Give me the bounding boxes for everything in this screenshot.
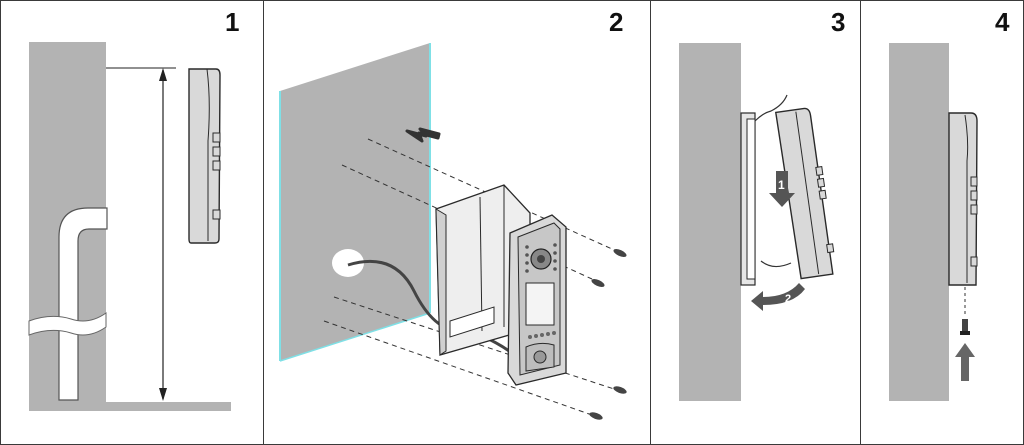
floor [29,402,231,411]
step-3-illustration: 1 2 [679,43,835,401]
intercom-device-side [188,68,221,244]
step-number-3: 3 [831,7,846,37]
screw-icon [960,319,970,335]
step-panel-3: 3 1 2 [650,1,860,444]
wall [889,43,949,401]
cable-icon [28,312,107,336]
cable-icon [754,94,792,268]
wall-edge-highlight-3 [279,312,431,362]
up-arrow-icon [955,343,975,381]
step-panel-2: 2 [263,1,650,444]
down-arrow-icon [769,171,795,207]
arrow-label-2: 2 [785,293,791,305]
step-2-illustration [279,43,627,420]
display-screen [525,282,555,326]
push-arrow-icon [405,127,441,143]
step-1-illustration [28,42,231,411]
cable-hole [332,249,364,277]
pipe-icon [58,207,108,401]
step-number-2: 2 [609,7,624,37]
wall-plane [280,43,430,361]
dimension-arrow-up-icon [159,68,167,81]
step-panel-1: 1 [1,1,263,444]
keypad-icon [528,331,556,339]
intercom-device-front [507,214,567,386]
intercom-device-side [774,107,835,280]
curved-arrow-icon [751,283,805,311]
step-4-illustration [889,43,978,401]
arrow-label-1: 1 [778,178,785,192]
wall [679,43,741,401]
dimension-arrow-down-icon [159,388,167,401]
mounting-bracket [740,112,756,286]
intercom-device-side [948,112,978,286]
step-number-1: 1 [225,7,240,37]
screw-icon [589,249,627,420]
step-panel-4: 4 [860,1,1023,444]
step-number-4: 4 [995,7,1010,37]
